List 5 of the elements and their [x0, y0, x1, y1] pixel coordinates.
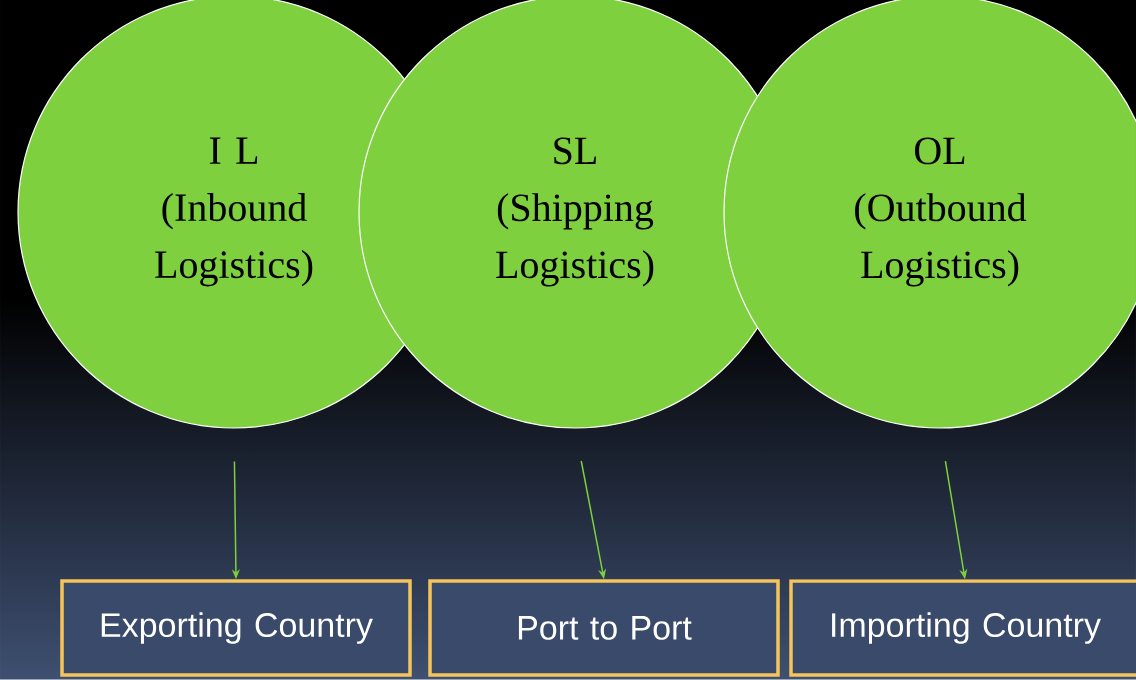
country-box: Importing Country — [789, 579, 1136, 677]
node-label: OL — [914, 137, 965, 165]
country-box: Port to Port — [428, 579, 780, 677]
country-box: Exporting Country — [60, 579, 412, 677]
node-label: (Outbound Logistics) — [855, 193, 1027, 287]
